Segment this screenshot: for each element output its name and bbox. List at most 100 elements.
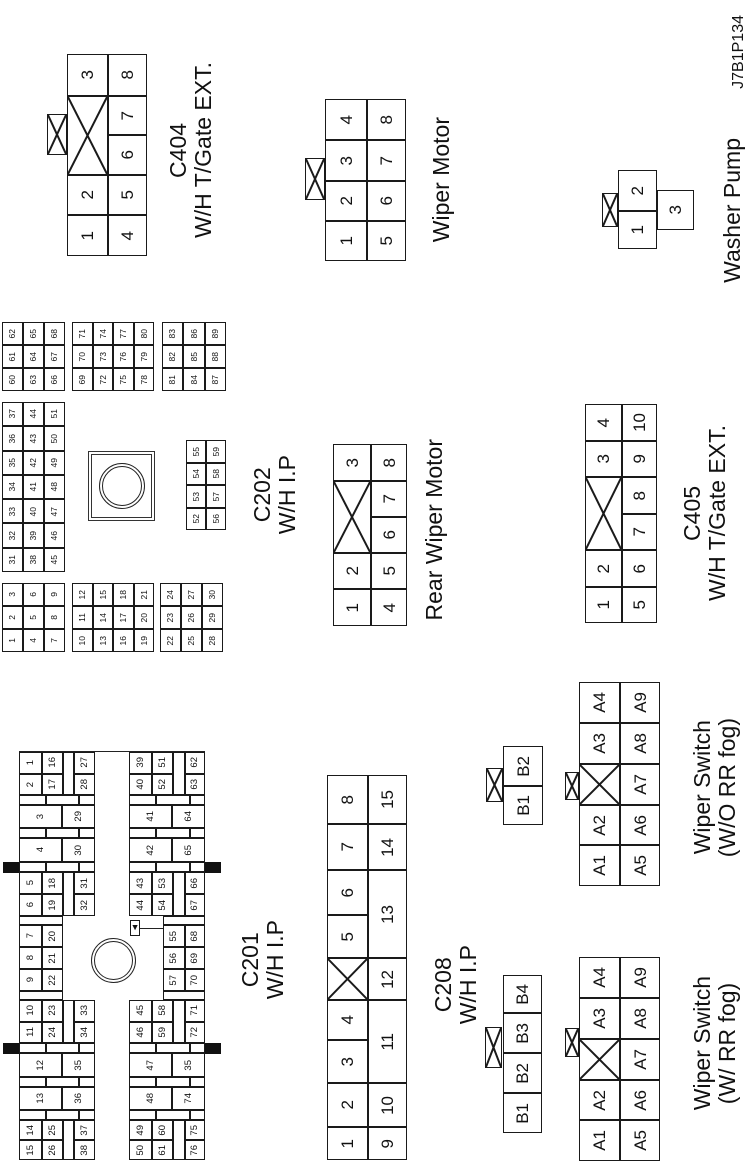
- wiper-switch-w-b-pin: B2: [503, 1053, 542, 1093]
- c202-pin-label: 87: [210, 374, 221, 385]
- c404-pin-label: 2: [78, 190, 97, 200]
- c405-pin: 9: [622, 441, 657, 477]
- c201-pin: 62: [185, 752, 205, 774]
- c201-pin-label: 63: [189, 778, 201, 790]
- wiper-switch-w-pin: A7: [620, 1039, 660, 1080]
- c202-pin-label: 2: [7, 615, 18, 620]
- wiper-motor-pin: 5: [367, 221, 406, 261]
- c202-pin: 39: [23, 523, 44, 548]
- c208-pin-label: 14: [378, 837, 397, 857]
- c202-pin-label: 89: [210, 328, 221, 339]
- c201-pin-label: 37: [78, 1124, 90, 1136]
- c202-pin: 71: [72, 322, 93, 345]
- c202-pin: 37: [2, 402, 23, 427]
- c201-pin: 37: [74, 1120, 95, 1140]
- c405-pin-label: 1: [594, 600, 613, 610]
- c202-pin-label: 13: [97, 635, 108, 646]
- c201-pin: 66: [185, 872, 205, 894]
- c202-pin: 24: [160, 583, 181, 606]
- c202-pin: 78: [133, 368, 154, 391]
- c202-pin-label: 38: [28, 555, 39, 565]
- c201-pin: 74: [172, 1087, 205, 1110]
- wiper-switch-w-pin-label: A5: [630, 1130, 650, 1151]
- c202-pin: 44: [23, 402, 44, 427]
- c202-pin-label: 59: [210, 446, 221, 456]
- c201-pin-label: 26: [46, 1144, 58, 1156]
- c201-pin: 20: [42, 925, 63, 947]
- c201-pin: 23: [42, 1000, 63, 1022]
- c202-pin: 23: [160, 606, 181, 629]
- c201-pin-label: 65: [182, 844, 194, 856]
- c201-pin-label: 17: [46, 778, 58, 790]
- c202-pin-label: 18: [118, 589, 128, 600]
- c202-pin-label: 44: [28, 409, 39, 419]
- c201-blank-cavity: [156, 1110, 190, 1120]
- c201-pin: 39: [129, 752, 152, 774]
- c202-pin: 84: [183, 368, 205, 391]
- c202-pin: 28: [202, 629, 223, 652]
- c208-pin: 10: [368, 1083, 407, 1127]
- c201-pin: 4: [19, 838, 62, 862]
- c202-pin-label: 81: [167, 374, 178, 385]
- wiper-switch-wo-pin: A3: [579, 723, 620, 764]
- wiper-switch-w-pin-label: A7: [630, 1049, 650, 1070]
- c202-name: C202: [249, 467, 276, 523]
- c201-pin: 68: [185, 925, 205, 947]
- c202-pin: 22: [160, 629, 181, 652]
- c201-blank-cavity: [173, 1000, 185, 1043]
- c202-pin-label: 46: [49, 530, 60, 541]
- rear-wiper-motor-title: Rear Wiper Motor: [417, 420, 451, 640]
- c201-blank-cavity: [190, 862, 205, 872]
- wiper-switch-wo-pin-label: A5: [630, 855, 650, 876]
- c201-blank-cavity: [63, 872, 74, 916]
- wiper-switch-wo-pin-label: A2: [590, 814, 609, 836]
- c202-pin-label: 65: [28, 328, 39, 339]
- c201-pin-label: 61: [156, 1144, 168, 1156]
- c208-pin: 2: [327, 1083, 368, 1127]
- c201-blank-cavity: [19, 862, 46, 872]
- rear-wiper-motor-pin: 4: [371, 589, 407, 626]
- c201-pin: 70: [185, 969, 205, 991]
- c201-blank-cavity: [63, 1120, 74, 1160]
- c202-pin-label: 17: [118, 612, 128, 623]
- c202-pin: 4: [23, 629, 44, 652]
- c202-pin: 75: [113, 368, 134, 391]
- c202-pin-label: 69: [77, 374, 87, 385]
- wiper-switch-w-b-pin: B1: [503, 1093, 542, 1133]
- wiper-switch-wo-title: Wiper Switch(W/O RR fog): [684, 700, 746, 876]
- wiper-switch-w-variant: (W/ RR fog): [714, 982, 740, 1104]
- c404-pin: 1: [67, 215, 108, 256]
- c202-pin: 57: [206, 485, 226, 508]
- washer-pump-pin-label: 3: [666, 205, 685, 215]
- c202-pin: 19: [133, 629, 154, 652]
- c201-pin-label: 5: [24, 880, 36, 886]
- c201-pin-label: 12: [34, 1059, 46, 1071]
- c202-pin: 81: [162, 368, 184, 391]
- c201-pin: 34: [74, 1021, 95, 1043]
- c404-lock-icon: [47, 114, 67, 155]
- c202-pin-label: 33: [7, 506, 18, 517]
- c202-pin-label: 7: [49, 638, 60, 643]
- c202-pin: 34: [2, 474, 23, 500]
- c202-pin-label: 9: [49, 592, 60, 597]
- c202-pin: 32: [2, 523, 23, 548]
- c202-pin-label: 74: [97, 328, 108, 339]
- wiper-switch-w-pin: A4: [579, 957, 620, 998]
- c405-pin: 4: [585, 404, 622, 441]
- c201-blank-cavity: [79, 795, 95, 805]
- c201-blank-cavity: [19, 1077, 46, 1087]
- c202-pin-label: 76: [118, 351, 128, 362]
- c202-pin: 72: [92, 368, 113, 391]
- c201-pin-label: 46: [134, 1026, 146, 1038]
- wiper-switch-w-title: Wiper Switch(W/ RR fog): [684, 955, 746, 1131]
- c202-pin-label: 43: [28, 433, 39, 444]
- c208-name: C208: [430, 957, 457, 1013]
- c201-pin-label: 11: [24, 1027, 36, 1038]
- c202-pin-label: 77: [118, 328, 128, 339]
- wiper-switch-wo-pin: A7: [620, 764, 660, 805]
- c201-mount-tab: [3, 862, 19, 873]
- c202-pin-label: 84: [188, 374, 199, 385]
- c202-pin: 53: [186, 485, 206, 508]
- c201-blank-cavity: [79, 1077, 95, 1087]
- wiper-switch-wo-b-pin-label: B1: [513, 795, 533, 816]
